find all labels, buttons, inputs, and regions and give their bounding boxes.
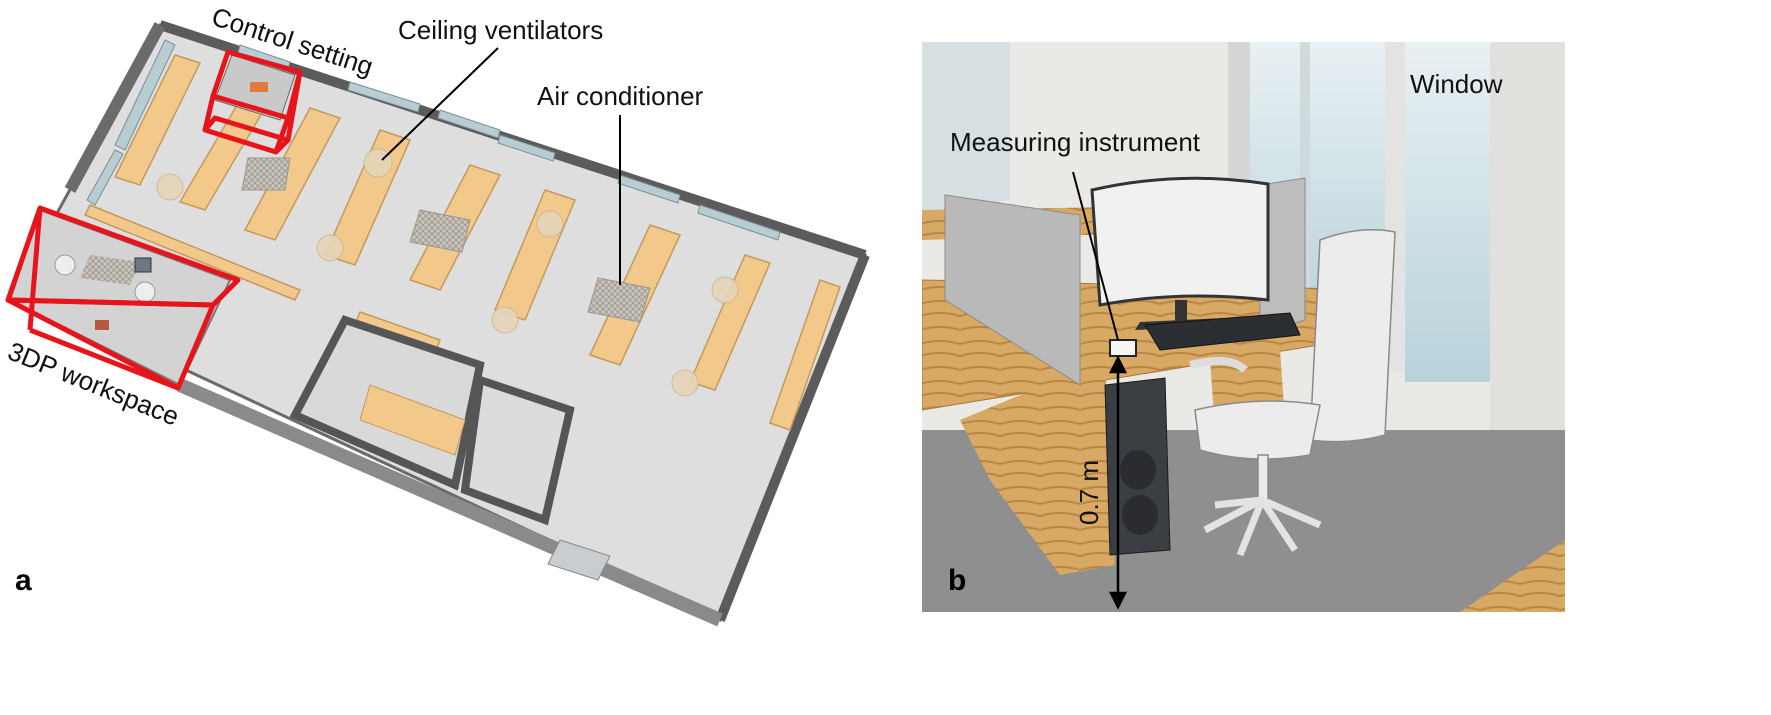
- keyboard: [1144, 312, 1301, 351]
- height-label: 0.7 m: [1074, 460, 1104, 525]
- panel-b-letter: b: [948, 564, 966, 597]
- outer-wall-right: [715, 253, 870, 622]
- ceiling-ventilators: [156, 148, 739, 397]
- left-windows: [86, 39, 176, 206]
- ceiling-ventilators-label: Ceiling ventilators: [398, 15, 603, 45]
- air-conditioner-grilles: [241, 157, 651, 323]
- 3dp-workspace-highlight: [5, 205, 241, 391]
- measuring-instrument: [1109, 339, 1137, 357]
- top-windows: [237, 44, 781, 241]
- control-setting-highlight: [202, 49, 303, 155]
- office-chair: [1189, 229, 1396, 557]
- air-conditioner-label: Air conditioner: [537, 81, 704, 111]
- panel-a-letter: a: [15, 564, 32, 597]
- outer-wall-bottom: [177, 378, 723, 627]
- measuring-instrument-leader: [1072, 171, 1119, 341]
- trash-bin-icon: [54, 254, 76, 276]
- inner-rooms: [289, 315, 611, 581]
- printer-icon: [134, 257, 152, 273]
- height-arrow: [1108, 355, 1128, 610]
- panel-a-floorplan: Control setting Ceiling ventilators Air …: [4, 1, 870, 627]
- window-label: Window: [1410, 69, 1503, 99]
- privacy-panel: [944, 194, 1081, 386]
- outer-wall-left: [64, 22, 166, 193]
- monitor: [1090, 176, 1270, 307]
- ceiling-ventilators-leader: [381, 47, 499, 161]
- measuring-instrument-label: Measuring instrument: [950, 127, 1201, 157]
- panel-b-render: Window Measuring instrument 0.7 m b: [922, 42, 1565, 612]
